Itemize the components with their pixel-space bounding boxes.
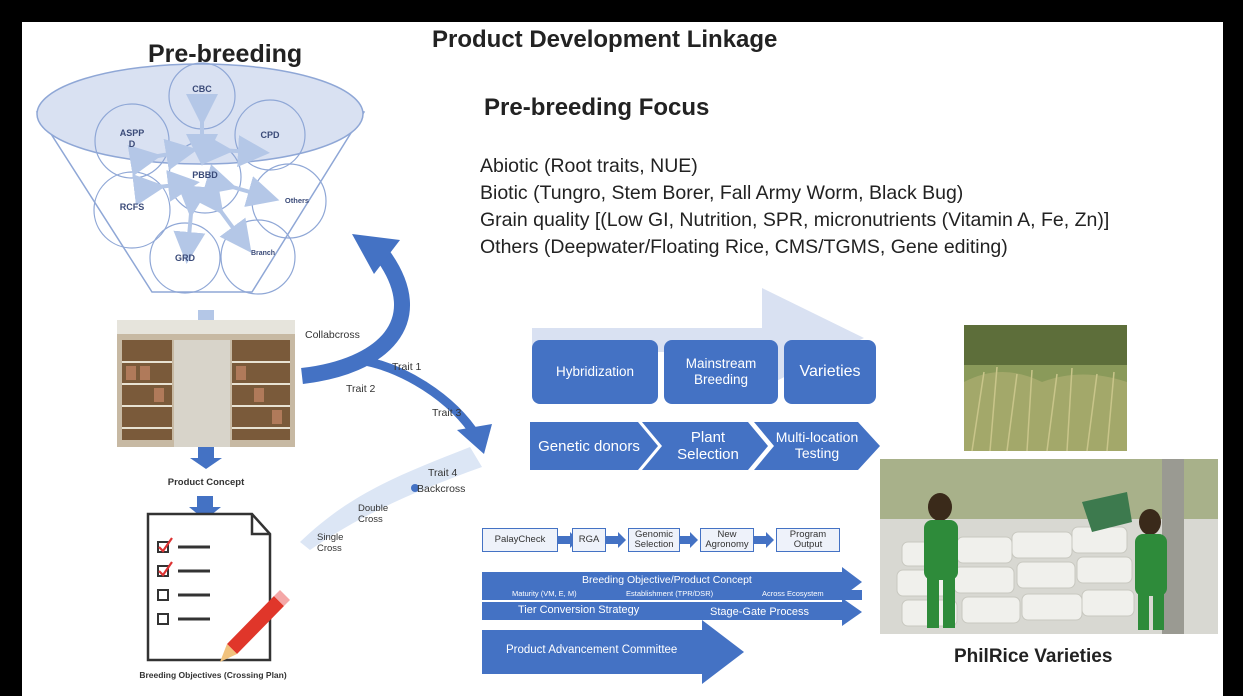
bar-traits: [482, 590, 862, 600]
tool-rga: RGA: [572, 528, 606, 552]
single-cross-label: Single Cross: [317, 532, 344, 554]
bar-objective-label: Breeding Objective/Product Concept: [582, 574, 752, 586]
tool-new-agronomy: New Agronomy: [700, 528, 754, 552]
node-others: Others: [284, 196, 310, 205]
mainstream-breeding-box: Mainstream Breeding: [664, 340, 778, 404]
genebank-photo: [117, 320, 295, 447]
collabcross-arrowhead: [352, 234, 400, 274]
node-aspp-d: D: [128, 139, 136, 149]
focus-item-abiotic: Abiotic (Root traits, NUE): [480, 155, 698, 177]
chevron-plant-selection: [642, 422, 768, 470]
focus-item-others: Others (Deepwater/Floating Rice, CMS/TGM…: [480, 236, 1008, 258]
trait2-label: Trait 2: [346, 383, 376, 395]
bar-stagegate-label: Stage-Gate Process: [710, 606, 810, 618]
pencil-icon: [220, 590, 290, 662]
bar-establishment-label: Establishment (TPR/DSR): [626, 589, 714, 598]
focus-title: Pre-breeding Focus: [484, 94, 710, 121]
tool-program-output: Program Output: [776, 528, 840, 552]
prebreeding-links: [127, 94, 280, 264]
collabcross-label: Collabcross: [305, 329, 360, 341]
hybridization-box: Hybridization: [532, 340, 658, 404]
product-concept-label: Product Concept: [167, 477, 245, 488]
node-grd: GRD: [175, 253, 195, 263]
philrice-varieties-label: PhilRice Varieties: [954, 646, 1113, 667]
node-cbc: CBC: [192, 84, 212, 94]
backcross-dot: [411, 484, 419, 492]
prebreeding-title: Pre-breeding: [148, 40, 303, 68]
genetic-donors-label: Genetic donors: [538, 437, 640, 455]
double-cross-label: Double Cross: [358, 503, 389, 525]
diagram-canvas: [35, 62, 1218, 684]
plant-selection-label: Plant Selection: [677, 429, 739, 463]
focus-item-grain-quality: Grain quality [(Low GI, Nutrition, SPR, …: [480, 209, 1110, 231]
tool-palaycheck: PalayCheck: [482, 528, 558, 552]
bar-pac-label: Product Advancement Committee: [506, 644, 678, 656]
down-arrow-2: [190, 447, 222, 469]
bar-objective: [482, 567, 862, 597]
bar-ecosystem-label: Across Ecosystem: [762, 589, 824, 598]
branch-circle: [220, 219, 296, 295]
bar-strategy: [482, 598, 862, 626]
tool-genomic-selection: Genomic Selection: [628, 528, 680, 552]
philrice-warehouse-photo: [880, 459, 1218, 634]
node-cpd: CPD: [260, 130, 280, 140]
breeding-objectives-label: Breeding Objectives (Crossing Plan): [139, 670, 287, 680]
bar-tier-label: Tier Conversion Strategy: [518, 604, 640, 616]
trait3-label: Trait 3: [432, 407, 462, 419]
trait-arrowhead: [457, 424, 492, 454]
checklist-icon: [146, 512, 290, 662]
trait4-label: Trait 4: [428, 467, 458, 479]
main-title: Product Development Linkage: [432, 26, 778, 53]
backcross-label: Backcross: [417, 483, 466, 495]
trait1-label: Trait 1: [392, 361, 422, 373]
chevron-genetic-donors: [530, 422, 658, 470]
chevron-multi-location: [754, 422, 880, 470]
collabcross-arc: [301, 249, 410, 384]
multi-location-testing-label: Multi-location Testing: [775, 429, 859, 461]
rice-field-photo: [964, 325, 1127, 452]
trait-arrow: [359, 355, 481, 440]
node-aspp: ASPP: [119, 128, 145, 138]
node-pbbd: PBBD: [192, 170, 218, 180]
cross-wedge: [300, 447, 482, 550]
focus-item-biotic: Biotic (Tungro, Stem Borer, Fall Army Wo…: [480, 182, 964, 204]
process-backdrop-arrow: [532, 288, 864, 388]
node-rcfs: RCFS: [119, 202, 145, 212]
varieties-box: Varieties: [784, 340, 876, 404]
node-branch: Branch: [250, 250, 276, 257]
bar-maturity-label: Maturity (VM, E, M): [512, 589, 577, 598]
bar-pac: [482, 620, 744, 684]
slide-content: Product Development Linkage Pre-breeding…: [22, 22, 1223, 696]
